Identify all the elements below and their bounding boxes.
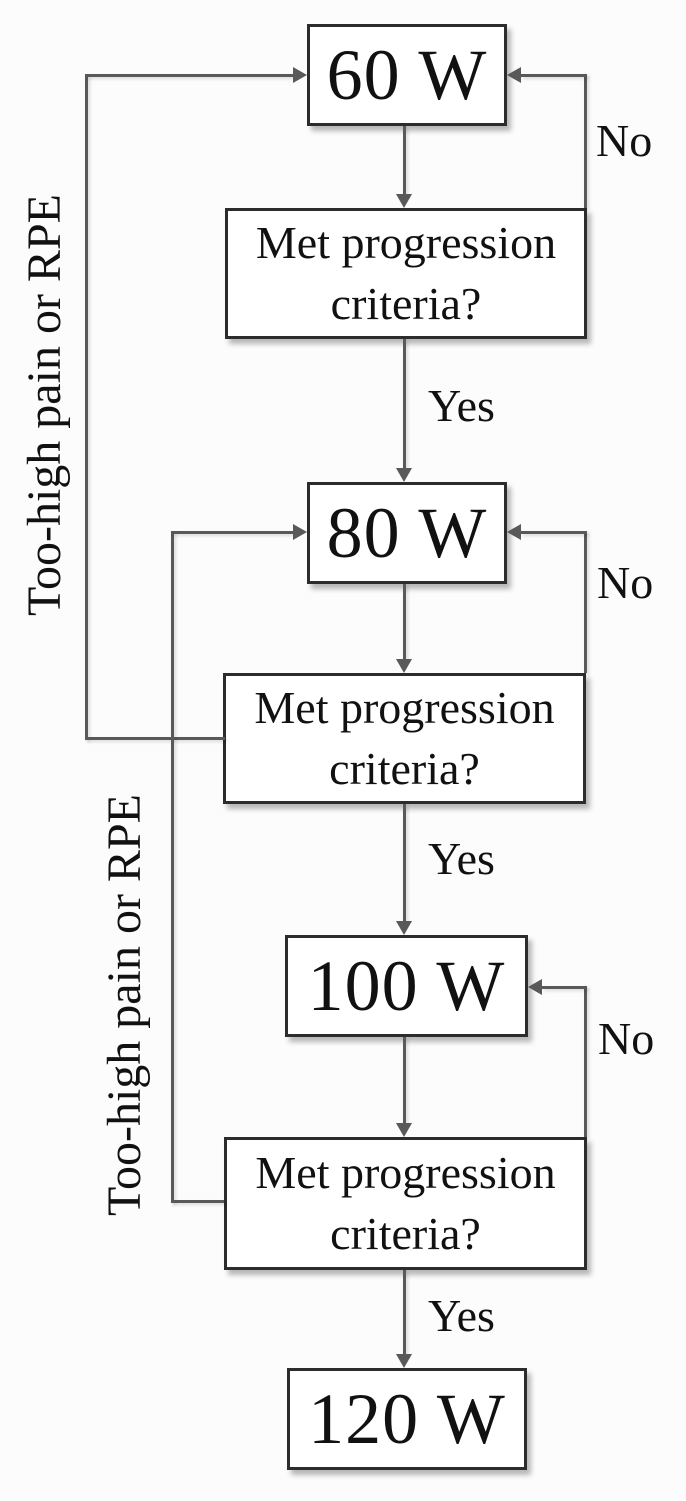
no-loop-1-horizontal xyxy=(521,74,587,77)
pain-loop-1-vertical xyxy=(85,74,88,740)
edge-label-no-1: No xyxy=(596,115,653,166)
node-criteria-1: Met progression criteria? xyxy=(225,208,587,339)
pain-loop-1-bottom-horizontal xyxy=(85,737,225,740)
pain-loop-2-vertical xyxy=(171,531,174,1203)
arrowhead-down-criteria3-icon xyxy=(396,1123,412,1137)
connector-80w-to-criteria2 xyxy=(403,584,406,661)
arrowhead-down-80w-icon xyxy=(396,468,412,482)
node-criteria-2: Met progression criteria? xyxy=(223,673,586,804)
node-watt-60: 60 W xyxy=(307,24,507,126)
node-watt-80: 80 W xyxy=(307,482,507,584)
arrowhead-down-120w-icon xyxy=(396,1354,412,1368)
arrowhead-left-60w-icon xyxy=(507,67,521,83)
pain-loop-1-top-horizontal xyxy=(85,74,293,77)
edge-label-no-2: No xyxy=(597,557,654,608)
feedback-label-2: Too-high pain or RPE xyxy=(98,794,151,1216)
connector-criteria1-to-80w xyxy=(403,339,406,470)
node-watt-100: 100 W xyxy=(285,935,528,1037)
no-loop-2-vertical xyxy=(584,531,587,673)
arrowhead-down-100w-icon xyxy=(396,921,412,935)
edge-label-yes-3: Yes xyxy=(428,1290,495,1341)
arrowhead-left-100w-icon xyxy=(528,979,542,995)
arrowhead-right-60w-icon xyxy=(293,67,307,83)
no-loop-1-vertical xyxy=(584,74,587,208)
arrowhead-down-criteria1-icon xyxy=(396,194,412,208)
pain-loop-2-top-horizontal xyxy=(171,531,293,534)
node-watt-120: 120 W xyxy=(287,1368,527,1470)
feedback-label-1: Too-high pain or RPE xyxy=(18,194,71,616)
arrowhead-down-criteria2-icon xyxy=(396,659,412,673)
edge-label-yes-1: Yes xyxy=(428,380,495,431)
connector-criteria3-to-120w xyxy=(403,1270,406,1356)
no-loop-3-horizontal xyxy=(542,986,587,989)
pain-loop-2-bottom-horizontal xyxy=(171,1200,224,1203)
edge-label-yes-2: Yes xyxy=(428,833,495,884)
node-criteria-3: Met progression criteria? xyxy=(224,1137,587,1270)
arrowhead-right-80w-icon xyxy=(293,524,307,540)
connector-60w-to-criteria1 xyxy=(403,126,406,196)
arrowhead-left-80w-icon xyxy=(507,524,521,540)
connector-criteria2-to-100w xyxy=(403,804,406,923)
connector-100w-to-criteria3 xyxy=(403,1037,406,1125)
no-loop-3-vertical xyxy=(584,986,587,1137)
no-loop-2-horizontal xyxy=(521,531,587,534)
edge-label-no-3: No xyxy=(598,1013,655,1064)
